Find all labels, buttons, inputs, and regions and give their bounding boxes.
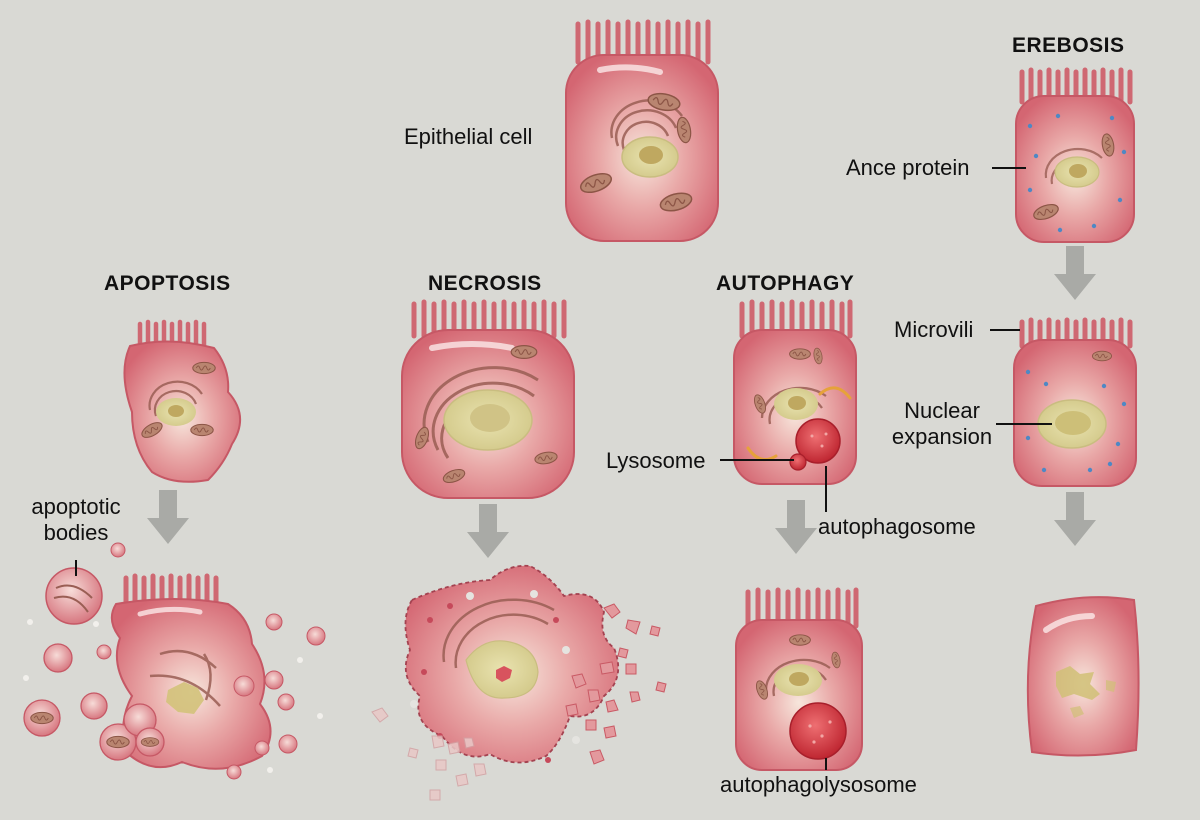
autophagolysosome-label: autophagolysosome	[720, 772, 917, 797]
erebosis-cell-1	[1015, 67, 1135, 243]
microvili-label: Microvili	[894, 317, 974, 342]
epithelial-cell-label: Epithelial cell	[404, 124, 533, 149]
autophagy-cell	[733, 299, 857, 485]
apoptosis-arrow	[147, 490, 189, 544]
nuclear-expansion-label: Nuclear expansion	[891, 398, 993, 449]
autophagosome-label: autophagosome	[818, 514, 976, 539]
epithelial-cell	[565, 19, 719, 242]
necrosis-result	[371, 564, 667, 801]
apoptosis-result	[23, 542, 326, 780]
ance-protein-label: Ance protein	[846, 155, 970, 180]
necrosis-cell	[401, 299, 575, 499]
autophagy-header: AUTOPHAGY	[716, 272, 855, 295]
erebosis-arrow-1	[1054, 246, 1096, 300]
erebosis-header: EREBOSIS	[1012, 34, 1125, 57]
lysosome-label: Lysosome	[606, 448, 706, 473]
ance-protein-dots	[1027, 113, 1127, 233]
autophagy-arrow	[775, 500, 817, 554]
erebosis-cell-2	[1013, 317, 1137, 487]
autophagy-result	[735, 587, 863, 771]
apoptotic-bodies-label: apoptotic bodies	[31, 494, 121, 545]
necrosis-header: NECROSIS	[428, 272, 542, 295]
apoptosis-cell	[123, 319, 241, 483]
apoptosis-header: APOPTOSIS	[104, 272, 231, 295]
erebosis-arrow-2	[1054, 492, 1096, 546]
erebosis-cell-3	[1026, 596, 1140, 757]
necrosis-arrow	[467, 504, 509, 558]
leader-lines	[720, 167, 1052, 770]
microvilli	[575, 19, 711, 65]
